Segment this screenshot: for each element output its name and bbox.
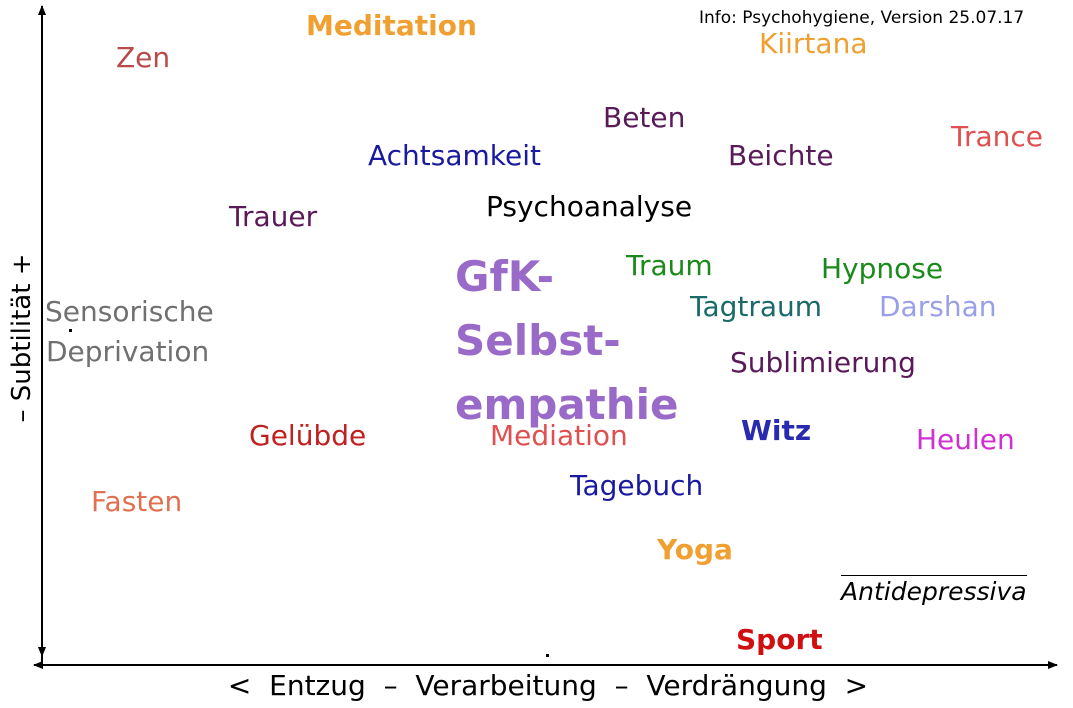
term-trauer: Trauer xyxy=(229,200,318,233)
term-trance: Trance xyxy=(951,120,1044,153)
term-gelubde: Gelübde xyxy=(249,419,367,452)
gfk-line-3: empathie xyxy=(455,380,679,429)
term-achtsamkeit: Achtsamkeit xyxy=(368,139,542,172)
term-sublimierung: Sublimierung xyxy=(730,346,916,379)
term-tagtraum: Tagtraum xyxy=(690,290,823,323)
term-beten: Beten xyxy=(603,101,686,134)
center-dot xyxy=(69,329,72,332)
info-text: Info: Psychohygiene, Version 25.07.17 xyxy=(699,8,1025,28)
term-sensorische: Sensorische xyxy=(45,295,214,328)
x-axis-label: < Entzug – Verarbeitung – Verdrängung > xyxy=(227,669,869,702)
term-fasten: Fasten xyxy=(91,485,183,518)
gfk-line-2: Selbst- xyxy=(455,316,621,365)
term-sport: Sport xyxy=(736,623,823,656)
term-witz: Witz xyxy=(741,414,812,447)
term-tagebuch: Tagebuch xyxy=(570,469,704,502)
term-traum: Traum xyxy=(626,249,713,282)
y-axis-label: – Subtilität + xyxy=(7,253,37,423)
term-hypnose: Hypnose xyxy=(821,252,944,285)
term-psychoanalyse: Psychoanalyse xyxy=(486,190,693,223)
term-darshan: Darshan xyxy=(879,290,997,323)
term-beichte: Beichte xyxy=(728,139,834,172)
origin-dot xyxy=(546,654,549,657)
term-heulen: Heulen xyxy=(916,423,1015,456)
term-gfk-selbstempathie: GfK- Selbst- empathie xyxy=(455,245,679,437)
term-antidepressiva: Antidepressiva xyxy=(841,575,1027,606)
gfk-line-1: GfK- xyxy=(455,252,555,301)
term-meditation: Meditation xyxy=(306,9,477,42)
term-mediation: Mediation xyxy=(490,419,628,452)
term-deprivation: Deprivation xyxy=(46,335,210,368)
term-yoga: Yoga xyxy=(657,533,733,566)
term-kiirtana: Kiirtana xyxy=(759,27,868,60)
term-zen: Zen xyxy=(116,41,171,74)
